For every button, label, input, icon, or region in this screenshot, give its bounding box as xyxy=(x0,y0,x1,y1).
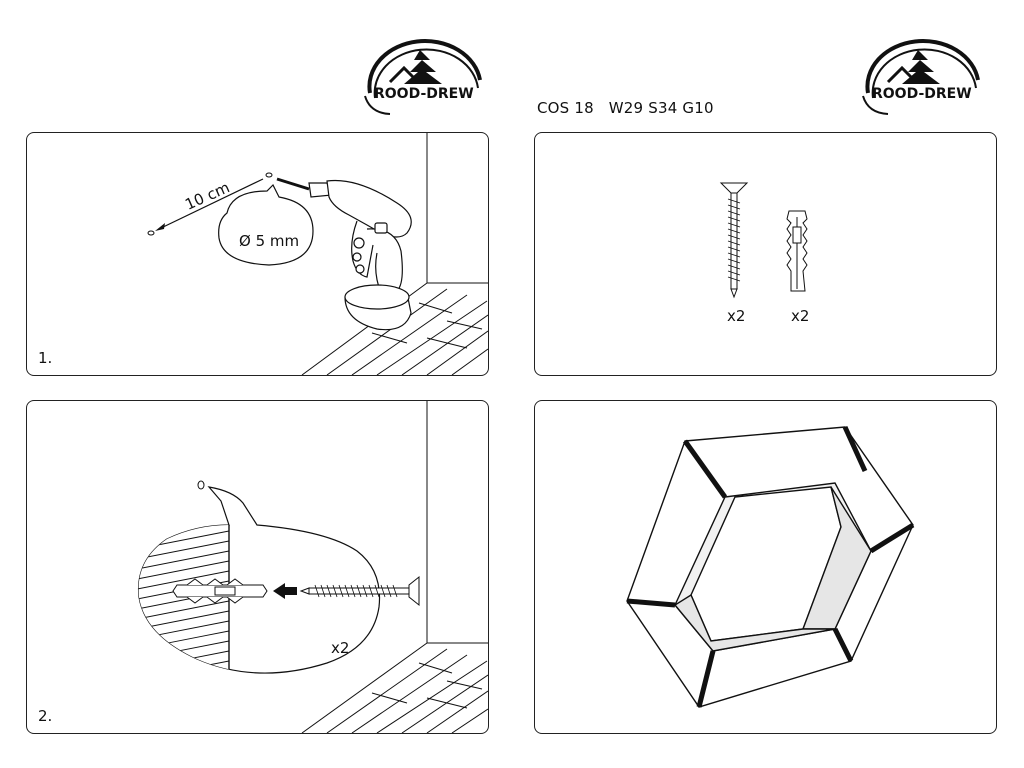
screw-quantity-label: x2 xyxy=(727,307,746,325)
parts-illustration xyxy=(719,182,808,299)
quantity-label: x2 xyxy=(331,639,350,657)
floor-boards-icon xyxy=(301,642,488,733)
brand-logo: ROOD-DREW xyxy=(364,39,482,115)
svg-text:ROOD-DREW: ROOD-DREW xyxy=(872,86,972,102)
step-2-panel: x2 2. xyxy=(26,400,489,734)
step-number: 2. xyxy=(38,707,53,725)
wall-plug-icon xyxy=(786,210,808,292)
drill-diameter-label: Ø 5 mm xyxy=(239,232,300,250)
hexagon-shelf-icon xyxy=(626,425,915,708)
floor-boards-icon xyxy=(301,282,488,375)
svg-text:ROOD-DREW: ROOD-DREW xyxy=(374,86,474,102)
drill-illustration xyxy=(147,133,488,375)
arrow-left-icon xyxy=(273,583,297,599)
drill-icon xyxy=(276,177,412,331)
insert-plug-illustration xyxy=(137,401,488,733)
screw-icon xyxy=(299,575,420,607)
parts-panel: x2 x2 xyxy=(534,132,997,376)
step-number: 1. xyxy=(38,349,53,367)
brand-logo: ROOD-DREW xyxy=(862,39,980,115)
screw-icon xyxy=(719,182,749,299)
wall-plug-icon xyxy=(172,578,268,604)
product-code: COS 18 W29 S34 G10 xyxy=(537,99,714,117)
wall-plug-quantity-label: x2 xyxy=(791,307,810,325)
shelf-panel xyxy=(534,400,997,734)
step-1-panel: 10 cm Ø 5 mm 1. xyxy=(26,132,489,376)
